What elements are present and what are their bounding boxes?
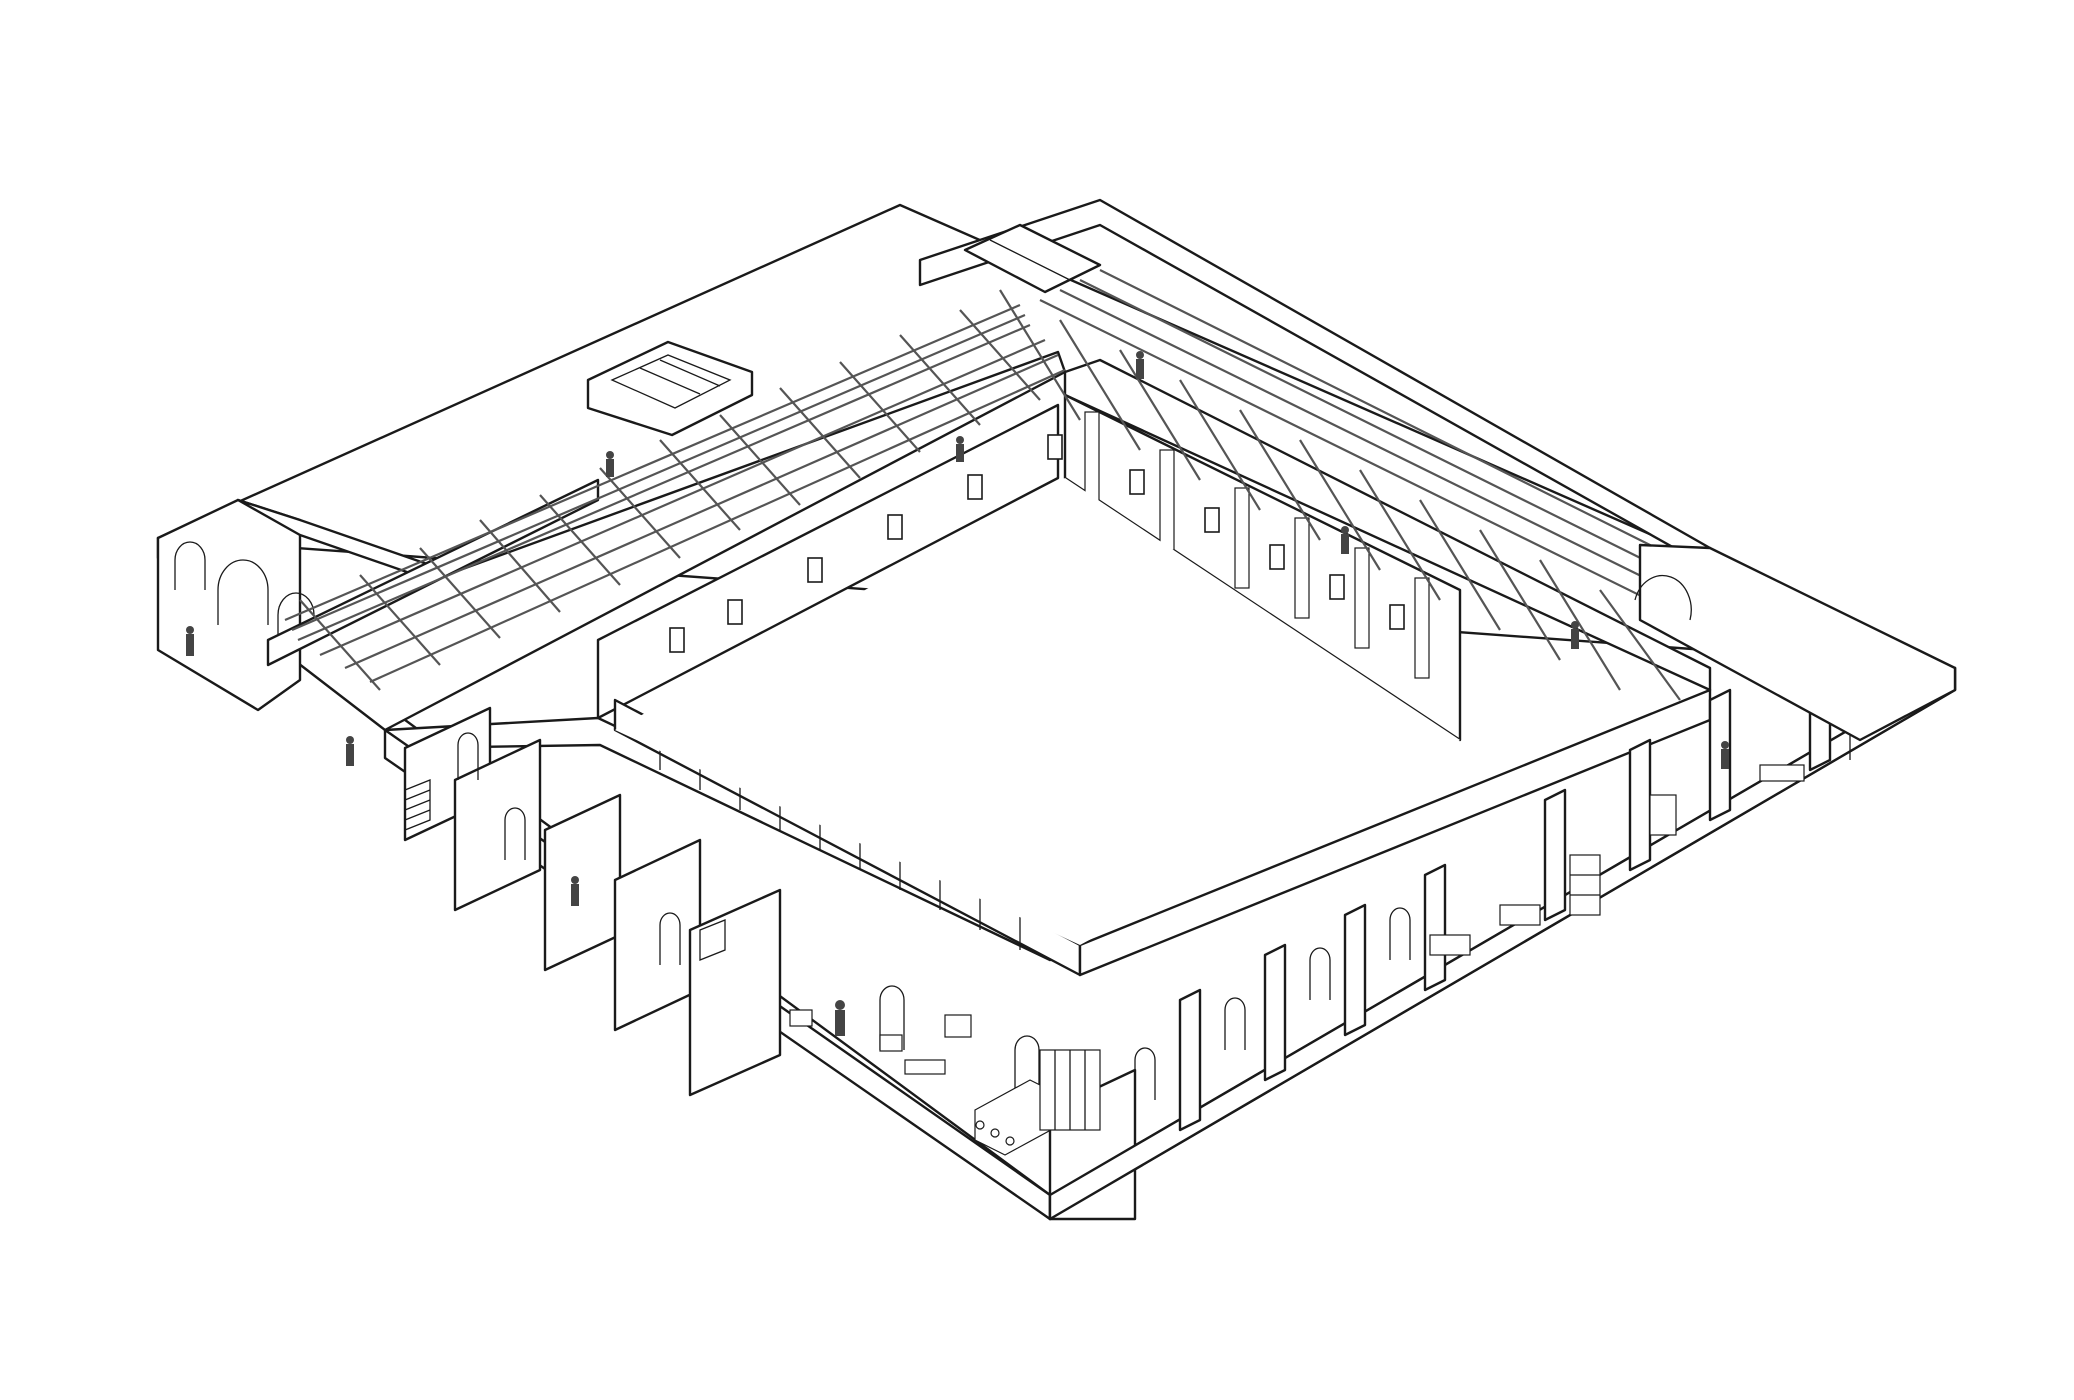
person [186, 626, 194, 656]
ne-upper-rooms [963, 223, 1102, 294]
person [1571, 621, 1579, 649]
roof-grid-nw [284, 303, 1066, 691]
bar-counter [974, 1049, 1101, 1156]
person [606, 451, 614, 477]
sw-shelving [404, 779, 726, 961]
ne-windows [1129, 469, 1405, 630]
se-furniture [1429, 699, 1901, 956]
person [1341, 526, 1349, 554]
person [1136, 351, 1144, 379]
stair-tower [586, 340, 754, 437]
person [956, 436, 964, 462]
courtyard [615, 478, 1460, 945]
person [835, 1000, 845, 1036]
northeast-wing [918, 198, 1712, 742]
lounge-furniture [789, 1009, 972, 1075]
nw-courtyard-wall [596, 403, 1060, 720]
ne-pilasters [1084, 411, 1430, 679]
sw-doors [457, 732, 1040, 1105]
southeast-wing [1048, 543, 1957, 1221]
people [186, 351, 1729, 1036]
person [1721, 741, 1729, 769]
east-end-block [1638, 543, 1957, 742]
roof-grid-ne [999, 269, 1711, 701]
nw-windows [669, 434, 1063, 653]
person [571, 876, 579, 906]
person [346, 736, 354, 766]
northwest-wing [156, 303, 1067, 732]
west-end-block [156, 498, 302, 712]
